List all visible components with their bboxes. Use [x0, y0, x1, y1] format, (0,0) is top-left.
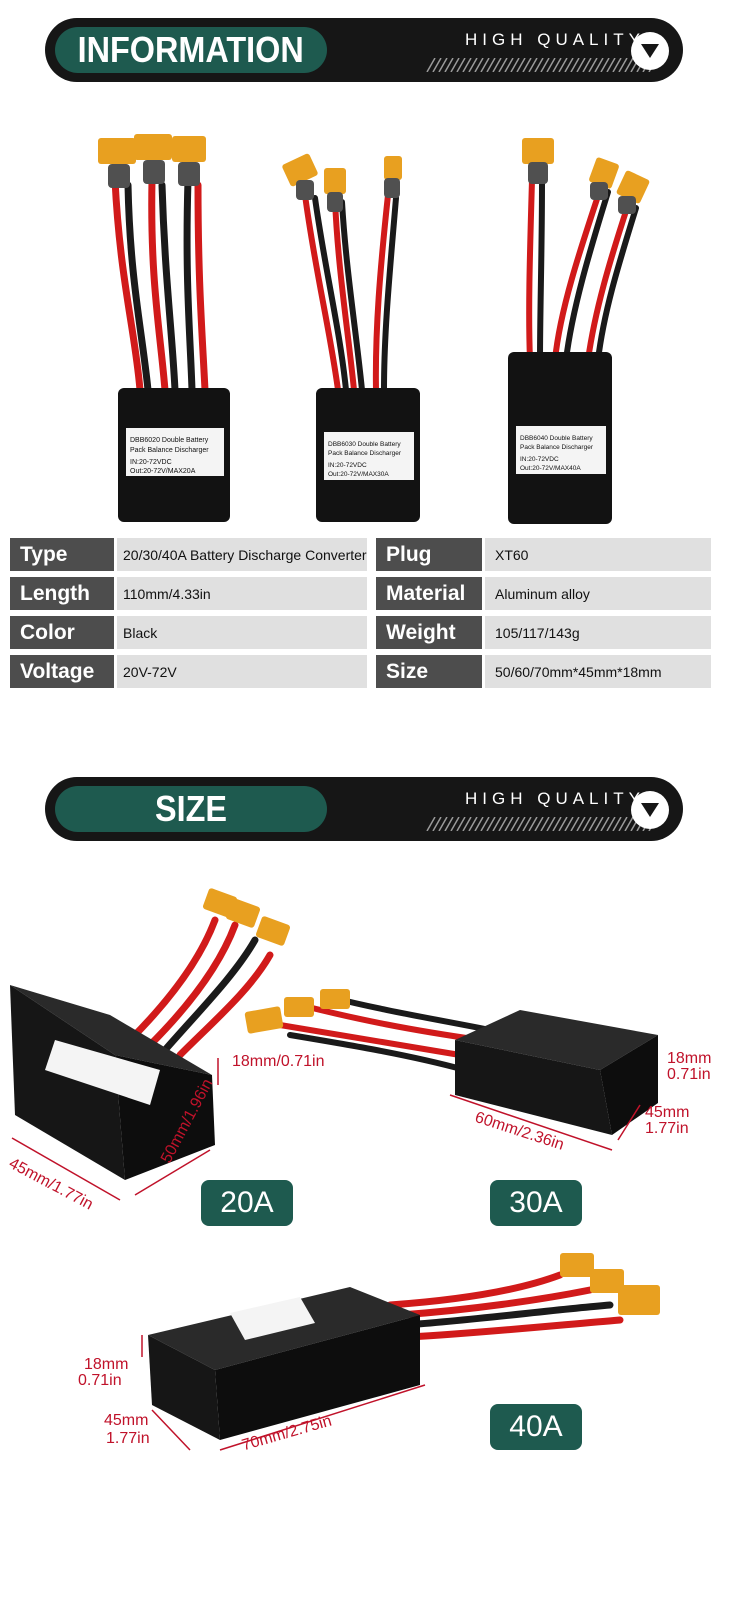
size-title: SIZE: [154, 788, 227, 829]
spec-label-weight: Weight: [376, 616, 482, 649]
information-banner: INFORMATION HIGH QUALITY: [45, 18, 683, 82]
badge-30a: 30A: [490, 1180, 582, 1226]
spec-row-size: Size 50/60/70mm*45mm*18mm: [376, 655, 711, 688]
product-40a-photo: DBB6040 Double Battery Pack Balance Disc…: [508, 138, 650, 524]
spec-value-plug: XT60: [485, 538, 711, 571]
dim-40a-depth-mm: 45mm: [104, 1412, 149, 1429]
spec-row-color: Color Black: [10, 616, 367, 649]
dim-30a-height-mm: 18mm: [667, 1050, 712, 1067]
dimension-30a-drawing: [244, 989, 658, 1151]
product-30a-label-3: IN:20-72VDC: [328, 462, 367, 469]
product-30a-label-4: Out:20-72V/MAX30A: [328, 471, 389, 478]
dim-30a-depth-mm: 45mm: [645, 1104, 690, 1121]
dim-40a-height-in: 0.71in: [78, 1372, 122, 1389]
spec-label-length: Length: [10, 577, 114, 610]
high-quality-tagline-2: HIGH QUALITY: [465, 789, 645, 808]
spec-label-voltage: Voltage: [10, 655, 114, 688]
dim-20a-height: 18mm/0.71in: [232, 1053, 325, 1070]
spec-row-length: Length 110mm/4.33in: [10, 577, 367, 610]
badge-20a: 20A: [201, 1180, 293, 1226]
dim-30a-depth-in: 1.77in: [645, 1120, 689, 1137]
spec-row-type: Type 20/30/40A Battery Discharge Convert…: [10, 538, 367, 571]
spec-label-color: Color: [10, 616, 114, 649]
spec-row-voltage: Voltage 20V-72V: [10, 655, 367, 688]
size-title-pill: SIZE: [55, 786, 327, 832]
badge-40a: 40A: [490, 1404, 582, 1450]
product-20a-label-2: Pack Balance Discharger: [130, 447, 209, 454]
expand-button[interactable]: [631, 32, 669, 70]
product-20a-label-3: IN:20-72VDC: [130, 459, 172, 466]
dim-40a-depth-in: 1.77in: [106, 1430, 150, 1447]
spec-value-material: Aluminum alloy: [485, 577, 711, 610]
product-20a-label-1: DBB6020 Double Battery: [130, 437, 209, 444]
expand-button-2[interactable]: [631, 791, 669, 829]
product-30a-label-2: Pack Balance Discharger: [328, 450, 402, 457]
triangle-down-icon: [641, 803, 659, 817]
triangle-down-icon: [641, 44, 659, 58]
spec-row-weight: Weight 105/117/143g: [376, 616, 711, 649]
spec-value-size: 50/60/70mm*45mm*18mm: [485, 655, 711, 688]
information-title: INFORMATION: [77, 29, 305, 70]
dim-40a-height-mm: 18mm: [84, 1356, 129, 1373]
product-30a-label-1: DBB6030 Double Battery: [328, 441, 401, 448]
spec-value-weight: 105/117/143g: [485, 616, 711, 649]
product-40a-label-1: DBB6040 Double Battery: [520, 435, 593, 442]
spec-label-size: Size: [376, 655, 482, 688]
spec-value-type: 20/30/40A Battery Discharge Converter: [117, 538, 367, 571]
product-40a-label-4: Out:20-72V/MAX40A: [520, 465, 581, 472]
stripe-decoration: [426, 58, 658, 72]
spec-value-length: 110mm/4.33in: [117, 577, 367, 610]
spec-label-type: Type: [10, 538, 114, 571]
product-20a-label-4: Out:20-72V/MAX20A: [130, 468, 196, 475]
spec-value-voltage: 20V-72V: [117, 655, 367, 688]
high-quality-tagline: HIGH QUALITY: [465, 30, 645, 49]
spec-label-material: Material: [376, 577, 482, 610]
product-30a-photo: DBB6030 Double Battery Pack Balance Disc…: [282, 153, 420, 522]
product-40a-label-3: IN:20-72VDC: [520, 456, 559, 463]
information-title-pill: INFORMATION: [55, 27, 327, 73]
spec-row-plug: Plug XT60: [376, 538, 711, 571]
spec-row-material: Material Aluminum alloy: [376, 577, 711, 610]
stripe-decoration-2: [426, 817, 658, 831]
spec-value-color: Black: [117, 616, 367, 649]
dimension-40a-drawing: [141, 1253, 660, 1451]
size-banner: SIZE HIGH QUALITY: [45, 777, 683, 841]
dimension-20a-drawing: [10, 888, 291, 1201]
product-20a-photo: DBB6020 Double Battery Pack Balance Disc…: [98, 134, 230, 522]
spec-label-plug: Plug: [376, 538, 482, 571]
dim-30a-height-in: 0.71in: [667, 1066, 711, 1083]
product-40a-label-2: Pack Balance Discharger: [520, 444, 594, 451]
